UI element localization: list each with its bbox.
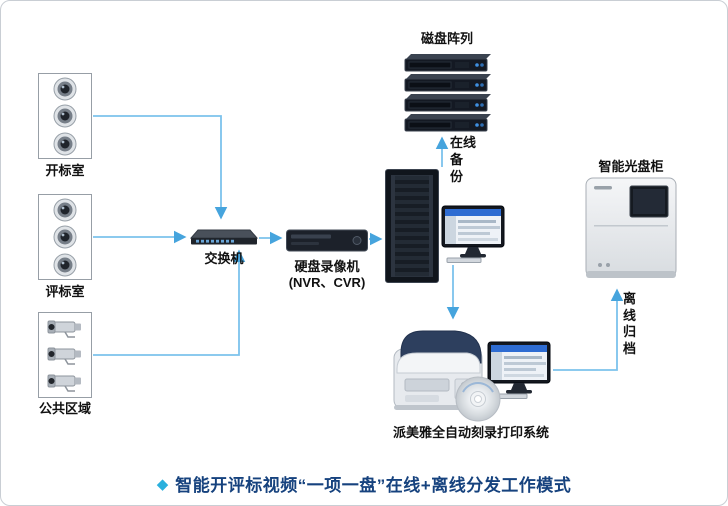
arrow-printer-to-cabinet [553,288,624,371]
bullet-camera-icon [45,370,85,394]
bullet-camera-icon [45,316,85,340]
camera-group-bid-opening-room [38,73,92,159]
caption-online-backup: 在线 备 份 [450,134,476,185]
backup-workstation-monitor [441,205,505,263]
camera-group-bid-evaluation-room [38,194,92,280]
diagram-title-text: 智能开评标视频“一项一盘”在线+离线分发工作模式 [175,476,572,495]
label-switch: 交换机 [204,251,244,266]
disc-cabinet-device [585,177,677,278]
camera-group-public-area [38,312,92,398]
dome-camera-icon [51,224,79,250]
label-dvr-line2: (NVR、CVR) [288,275,366,290]
rack-rail [429,175,433,277]
label-bid-opening-room: 开标室 [45,163,85,178]
label-disk-array: 磁盘阵列 [420,31,473,46]
dvr-device [286,229,368,252]
rack-front-panel [391,175,433,277]
caption-online-backup-line: 份 [450,169,464,184]
caption-offline-archive-line: 归 [623,324,637,339]
label-disc-cabinet: 智能光盘柜 [598,159,664,174]
rack-rail [391,175,395,277]
dome-camera-icon [51,76,79,102]
arrow-bid-opening-to-switch [93,115,228,220]
caption-offline-archive-line: 线 [623,307,637,323]
storage-server-rack [385,169,439,283]
arrow-public-area-to-switch [93,249,246,356]
label-disc-printer: 派美雅全自动刻录打印系统 [392,425,549,440]
caption-online-backup-line: 备 [450,152,464,167]
arrow-group [93,115,624,371]
bullet-camera-icon [45,343,85,367]
label-bid-evaluation-room: 评标室 [45,284,85,299]
label-public-area: 公共区域 [38,401,91,416]
dome-camera-icon [51,197,79,223]
caption-offline-archive-line: 离 [623,291,637,306]
printer-workstation-monitor [487,341,551,399]
diagram-title: ◆ 智能开评标视频“一项一盘”在线+离线分发工作模式 [1,471,727,496]
cd-disc-icon [455,376,501,422]
diamond-icon: ◆ [156,475,169,493]
caption-offline-archive-line: 档 [623,340,637,356]
dome-camera-icon [51,131,79,157]
label-dvr-line1: 硬盘录像机 [294,259,360,274]
caption-online-backup-line: 在线 [450,135,477,150]
dome-camera-icon [51,103,79,129]
disk-array-device [404,54,491,132]
network-switch-device [189,229,259,245]
caption-offline-archive: 离 线 归 档 [623,291,636,357]
dome-camera-icon [51,252,79,278]
